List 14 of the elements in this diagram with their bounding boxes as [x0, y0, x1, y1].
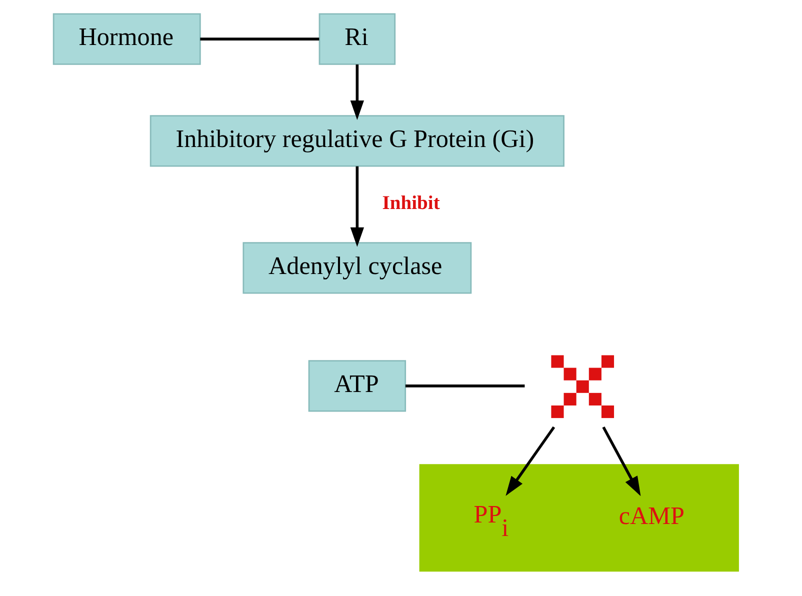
cluster: [418, 464, 738, 572]
arrow: [602, 426, 640, 496]
node-box: Inhibitory regulative G Protein (Gi): [149, 115, 564, 167]
connector: [404, 384, 524, 388]
node-box: ATP: [308, 360, 406, 412]
node-box: Ri: [318, 13, 396, 65]
arrow: [350, 64, 364, 120]
arrow: [350, 166, 364, 247]
connector: [200, 38, 319, 40]
node-text: cAMP: [618, 502, 684, 530]
arrow: [505, 426, 555, 496]
edge-label: Inhibit: [382, 192, 440, 214]
node-box: Hormone: [52, 13, 200, 65]
node-box: Adenylyl cyclase: [242, 242, 472, 294]
